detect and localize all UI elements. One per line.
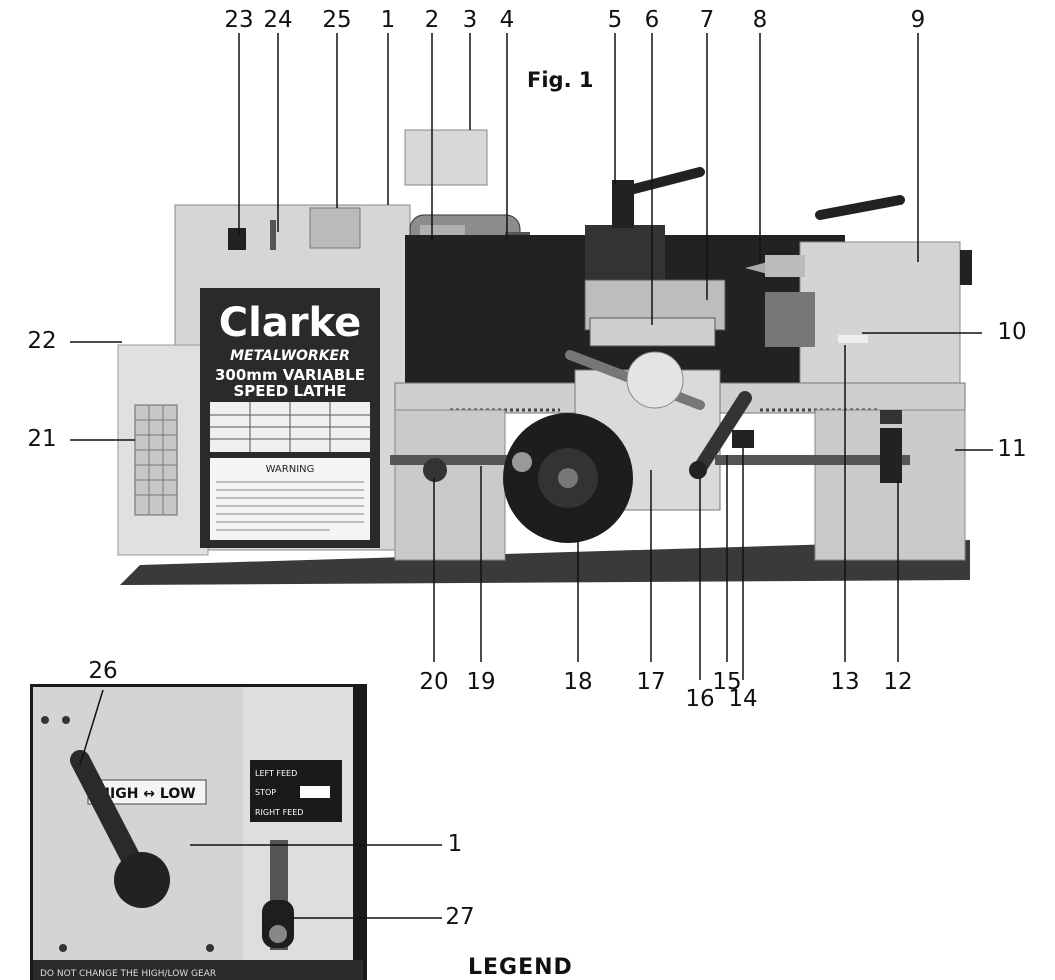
callout-25: 25 (322, 7, 352, 33)
inset-screw-2 (62, 716, 70, 724)
chuck-guard (404, 129, 488, 186)
model-line-2: SPEED LATHE (234, 382, 347, 400)
tailstock-lever (815, 195, 905, 220)
feed-right-text: RIGHT FEED (255, 808, 303, 817)
inset-screw-1 (41, 716, 49, 724)
warning-text: WARNING (266, 464, 315, 475)
inset-screw-4 (206, 944, 214, 952)
callout-1: 1 (380, 7, 396, 33)
callout-5: 5 (607, 7, 623, 33)
tailstock (799, 241, 961, 388)
warning-panel (210, 458, 370, 540)
inset-leaders (79, 689, 442, 919)
callout-16: 16 (685, 686, 715, 712)
high-low-text: HIGH ↔ LOW (98, 786, 195, 802)
callout-22: 22 (27, 328, 57, 354)
callout-9: 9 (910, 7, 926, 33)
tailstock-quill (765, 292, 815, 347)
leader-lines (70, 33, 993, 680)
brand-logo: Clarke (219, 300, 361, 346)
callout-2: 2 (424, 7, 440, 33)
callout-23: 23 (224, 7, 254, 33)
speed-knob (228, 228, 246, 250)
callout-8: 8 (752, 7, 768, 33)
callout-12: 12 (883, 669, 913, 695)
callout-26: 26 (88, 658, 118, 684)
speed-chart-grid (135, 405, 177, 515)
legend-title: LEGEND (468, 955, 573, 980)
feed-stop-text: STOP (255, 788, 276, 797)
feed-diagram (300, 786, 330, 798)
lead-screw-left (390, 455, 530, 465)
tailstock-handwheel (960, 250, 972, 285)
leader-26 (79, 689, 104, 766)
callout-11: 11 (997, 436, 1027, 462)
lead-screw-bearing (880, 428, 902, 483)
figure-title: Fig. 1 (527, 68, 594, 92)
callout-24: 24 (263, 7, 293, 33)
tailstock-lock (838, 335, 868, 343)
handwheel-grip (512, 452, 532, 472)
callout-7: 7 (699, 7, 715, 33)
warning-lines (216, 481, 364, 531)
callout-17: 17 (636, 669, 666, 695)
callout-15: 15 (712, 669, 742, 695)
inset-panel-right (243, 687, 353, 972)
bed-foot-left (394, 409, 506, 561)
inset-panel-left (33, 687, 243, 972)
feed-knob (423, 458, 447, 482)
callout-10: 10 (997, 319, 1027, 345)
tool-post-lever (625, 167, 705, 195)
callout-20: 20 (419, 669, 449, 695)
tailstock-sleeve (765, 255, 805, 277)
callout-14: 14 (728, 686, 758, 712)
series-text: METALWORKER (230, 348, 350, 364)
gear-lever-base (114, 852, 170, 908)
half-nut-pivot (689, 461, 707, 479)
feed-left-text: LEFT FEED (255, 769, 297, 778)
inset-bottom-warning: DO NOT CHANGE THE HIGH/LOW GEAR (40, 969, 216, 979)
callout-6: 6 (644, 7, 660, 33)
feed-gear-box (732, 430, 754, 448)
inset-screw-3 (59, 944, 67, 952)
callout-13: 13 (830, 669, 860, 695)
callout-1-inset: 1 (447, 831, 463, 857)
callout-18: 18 (563, 669, 593, 695)
tool-post (585, 225, 665, 280)
model-line-1: 300mm VARIABLE (215, 366, 365, 384)
feed-lever-nut (269, 925, 287, 943)
base-tray (120, 540, 970, 585)
inset-bottom-strip (33, 960, 363, 980)
callout-3: 3 (462, 7, 478, 33)
switch-lever (270, 220, 276, 250)
lead-screw-right (715, 455, 910, 465)
spec-table-lines (210, 402, 370, 452)
handwheel-centre (558, 468, 578, 488)
cross-feed-dial (626, 351, 684, 409)
callout-4: 4 (499, 7, 515, 33)
lead-screw-bracket (880, 410, 902, 424)
callout-19: 19 (466, 669, 496, 695)
callout-21: 21 (27, 426, 57, 452)
speed-chart (134, 404, 178, 516)
callout-27: 27 (445, 904, 475, 930)
emergency-stop (309, 207, 361, 249)
half-nut-lever (693, 391, 752, 475)
